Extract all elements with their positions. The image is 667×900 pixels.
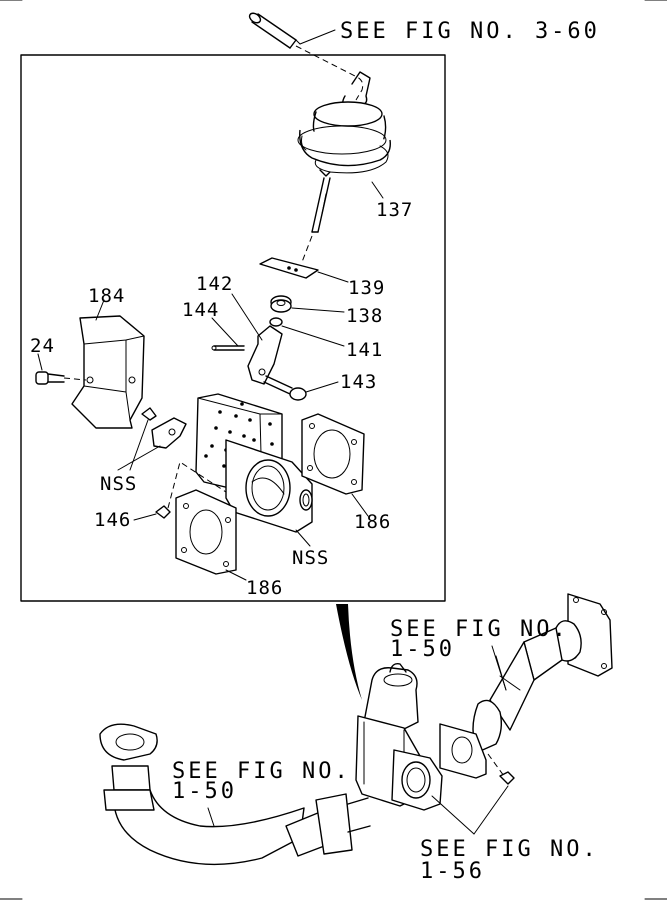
assembled-brake-unit — [355, 662, 443, 811]
label-186-bottom: 186 — [246, 577, 283, 599]
ref-label-right-line2: 1-50 — [390, 637, 455, 662]
label-146: 146 — [94, 509, 131, 531]
label-144: 144 — [182, 299, 219, 321]
ref-label-right-line1: SEE FIG NO. — [390, 617, 569, 642]
label-138: 138 — [346, 305, 383, 327]
gasket-186-right — [301, 413, 369, 517]
gasket-186-bottom — [175, 489, 247, 581]
ref-label-left-line2: 1-50 — [172, 779, 237, 804]
detail-frame — [20, 54, 446, 602]
pin-144 — [211, 317, 245, 351]
nut-138 — [270, 295, 345, 313]
nss-parts-left — [117, 407, 187, 471]
gasket-139 — [259, 235, 349, 283]
actuator-assembly — [297, 71, 391, 233]
nut-146 — [133, 461, 227, 521]
bolt-143 — [263, 375, 339, 401]
ref-label-left-line1: SEE FIG NO. — [172, 759, 351, 784]
reference-leaders — [431, 645, 509, 835]
label-24: 24 — [30, 335, 55, 357]
label-186-right: 186 — [354, 511, 391, 533]
label-nss-left: NSS — [100, 473, 137, 495]
label-143: 143 — [340, 371, 377, 393]
ref-label-top: SEE FIG NO. 3-60 — [340, 19, 600, 44]
label-137: 137 — [376, 199, 413, 221]
exhaust-pipe-left — [99, 723, 371, 866]
exhaust-pipe-right — [439, 593, 613, 785]
ref-label-bottom-line2: 1-56 — [420, 859, 485, 884]
label-nss-bottom: NSS — [292, 547, 329, 569]
ref-label-bottom-line1: SEE FIG NO. — [420, 837, 599, 862]
vacuum-hose — [248, 12, 364, 101]
label-139: 139 — [348, 277, 385, 299]
label-141: 141 — [346, 339, 383, 361]
washer-141 — [269, 317, 345, 347]
exhaust-brake-body — [195, 393, 313, 547]
callout-pointer — [334, 604, 362, 700]
bolt-24 — [35, 353, 87, 385]
label-142: 142 — [196, 273, 233, 295]
label-184: 184 — [88, 285, 125, 307]
lever-142 — [231, 293, 283, 385]
heat-shield-184 — [71, 299, 145, 429]
